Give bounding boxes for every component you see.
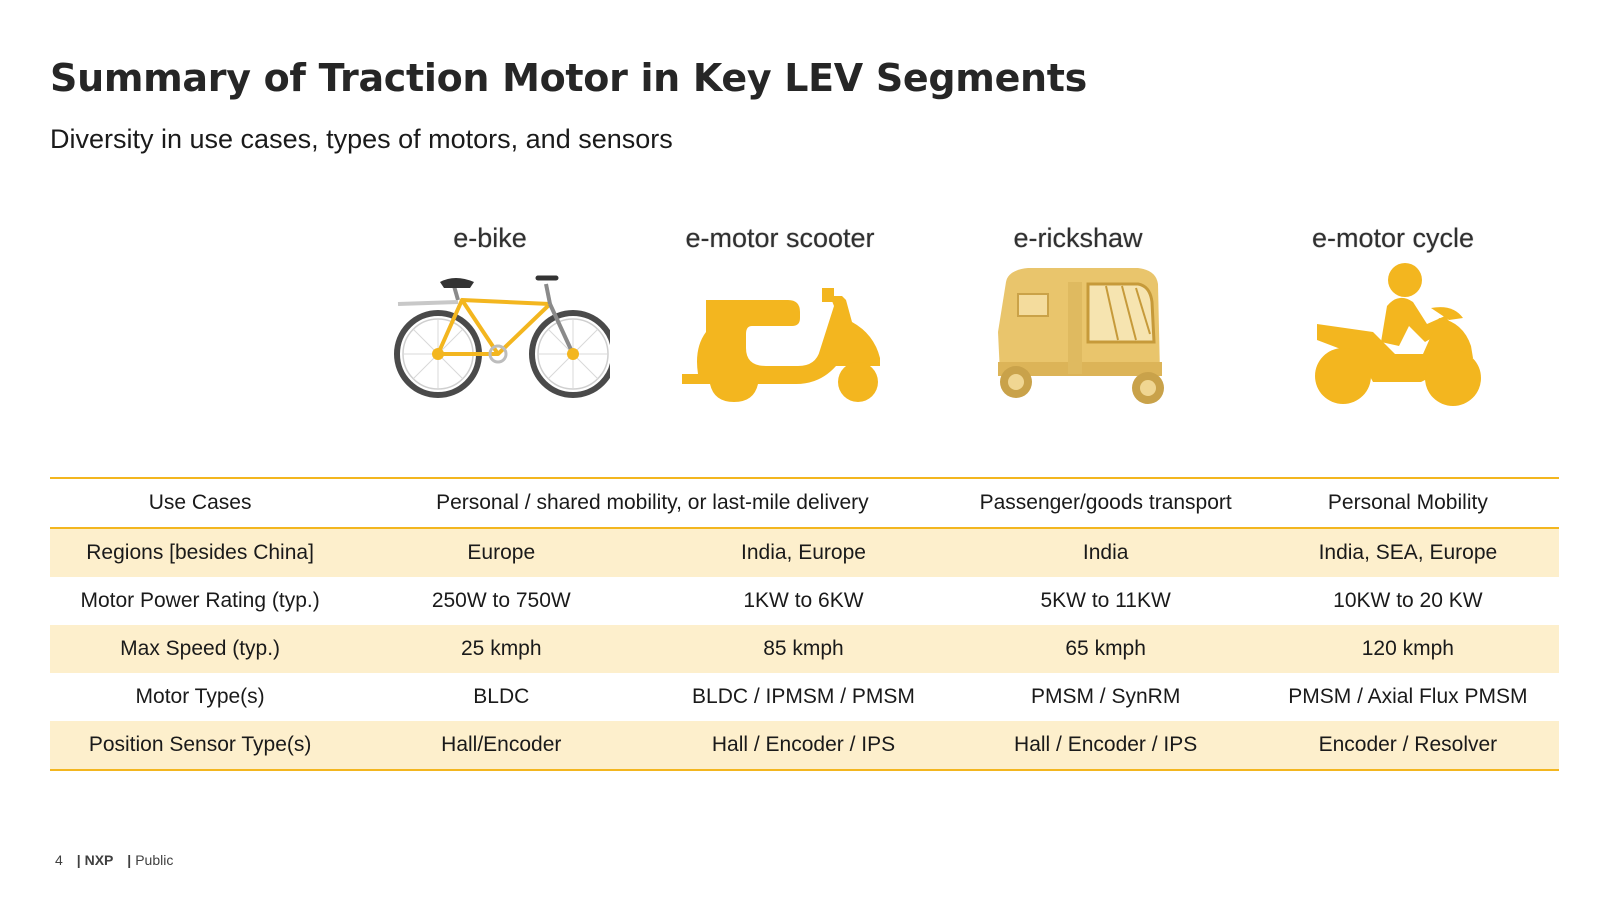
segment-label: e-motor scooter (685, 223, 875, 253)
footer-separator: | (127, 852, 132, 868)
row-label: Motor Type(s) (135, 685, 265, 708)
slide-footer: 4 |NXP |Public (55, 852, 173, 868)
segment-e-bike: e-bike (340, 218, 640, 428)
table-row-motor-type: Motor Type(s) BLDC BLDC / IPMSM / PMSM P… (50, 673, 1559, 721)
table-cell: 65 kmph (954, 625, 1257, 673)
classification-label: Public (135, 852, 174, 868)
segment-label: e-bike (453, 223, 527, 253)
table-cell: India, Europe (652, 528, 955, 577)
use-case-rickshaw: Passenger/goods transport (954, 478, 1257, 529)
table-row-power-rating: Motor Power Rating (typ.) 250W to 750W 1… (50, 577, 1559, 625)
motorcycle-rider-icon (1315, 263, 1481, 406)
table-cell: 10KW to 20 KW (1333, 589, 1483, 612)
segment-label: e-motor cycle (1311, 223, 1475, 253)
table-cell: 85 kmph (652, 625, 955, 673)
table-cell: Europe (350, 528, 653, 577)
lev-summary-table: Use Cases Personal / shared mobility, or… (50, 477, 1559, 771)
table-cell: Hall / Encoder / IPS (954, 721, 1257, 770)
table-cell: 120 kmph (1256, 625, 1559, 673)
table-row-position-sensor: Position Sensor Type(s) Hall/Encoder Hal… (50, 721, 1559, 770)
table-cell: 250W to 750W (431, 589, 571, 612)
use-case-motorcycle: Personal Mobility (1256, 478, 1559, 529)
table-cell: BLDC (473, 685, 530, 708)
table-row-regions: Regions [besides China] Europe India, Eu… (50, 528, 1559, 577)
segment-e-motor-scooter: e-motor scooter (630, 218, 930, 428)
table-cell: 25 kmph (350, 625, 653, 673)
segment-e-motor-cycle: e-motor cycle (1243, 218, 1543, 428)
table-cell: 5KW to 11KW (1040, 589, 1171, 612)
row-label: Max Speed (typ.) (50, 625, 351, 673)
scooter-icon (682, 288, 880, 402)
footer-separator: | (76, 852, 81, 868)
table-cell: PMSM / SynRM (1030, 685, 1181, 708)
page-number: 4 (55, 852, 63, 868)
row-label: Regions [besides China] (50, 528, 351, 577)
table-row-use-cases: Use Cases Personal / shared mobility, or… (50, 478, 1559, 529)
segment-label: e-rickshaw (1013, 223, 1143, 253)
row-label: Position Sensor Type(s) (50, 721, 351, 770)
use-case-ebike-scooter: Personal / shared mobility, or last-mile… (350, 478, 955, 529)
table-cell: India, SEA, Europe (1256, 528, 1559, 577)
bicycle-icon (394, 275, 610, 398)
table-cell: Encoder / Resolver (1256, 721, 1559, 770)
table-row-max-speed: Max Speed (typ.) 25 kmph 85 kmph 65 kmph… (50, 625, 1559, 673)
page-title: Summary of Traction Motor in Key LEV Seg… (50, 56, 1087, 100)
page-subtitle: Diversity in use cases, types of motors,… (50, 124, 673, 154)
table-cell: PMSM / Axial Flux PMSM (1288, 685, 1528, 708)
table-cell: Hall / Encoder / IPS (652, 721, 955, 770)
brand-name: NXP (84, 852, 114, 868)
table-cell: 1KW to 6KW (743, 589, 864, 612)
segment-e-rickshaw: e-rickshaw (928, 218, 1228, 428)
row-label: Use Cases (50, 478, 351, 529)
table-cell: India (954, 528, 1257, 577)
row-label: Motor Power Rating (typ.) (80, 589, 320, 612)
table-cell: BLDC / IPMSM / PMSM (692, 685, 915, 708)
auto-rickshaw-icon (998, 268, 1164, 404)
table-cell: Hall/Encoder (350, 721, 653, 770)
